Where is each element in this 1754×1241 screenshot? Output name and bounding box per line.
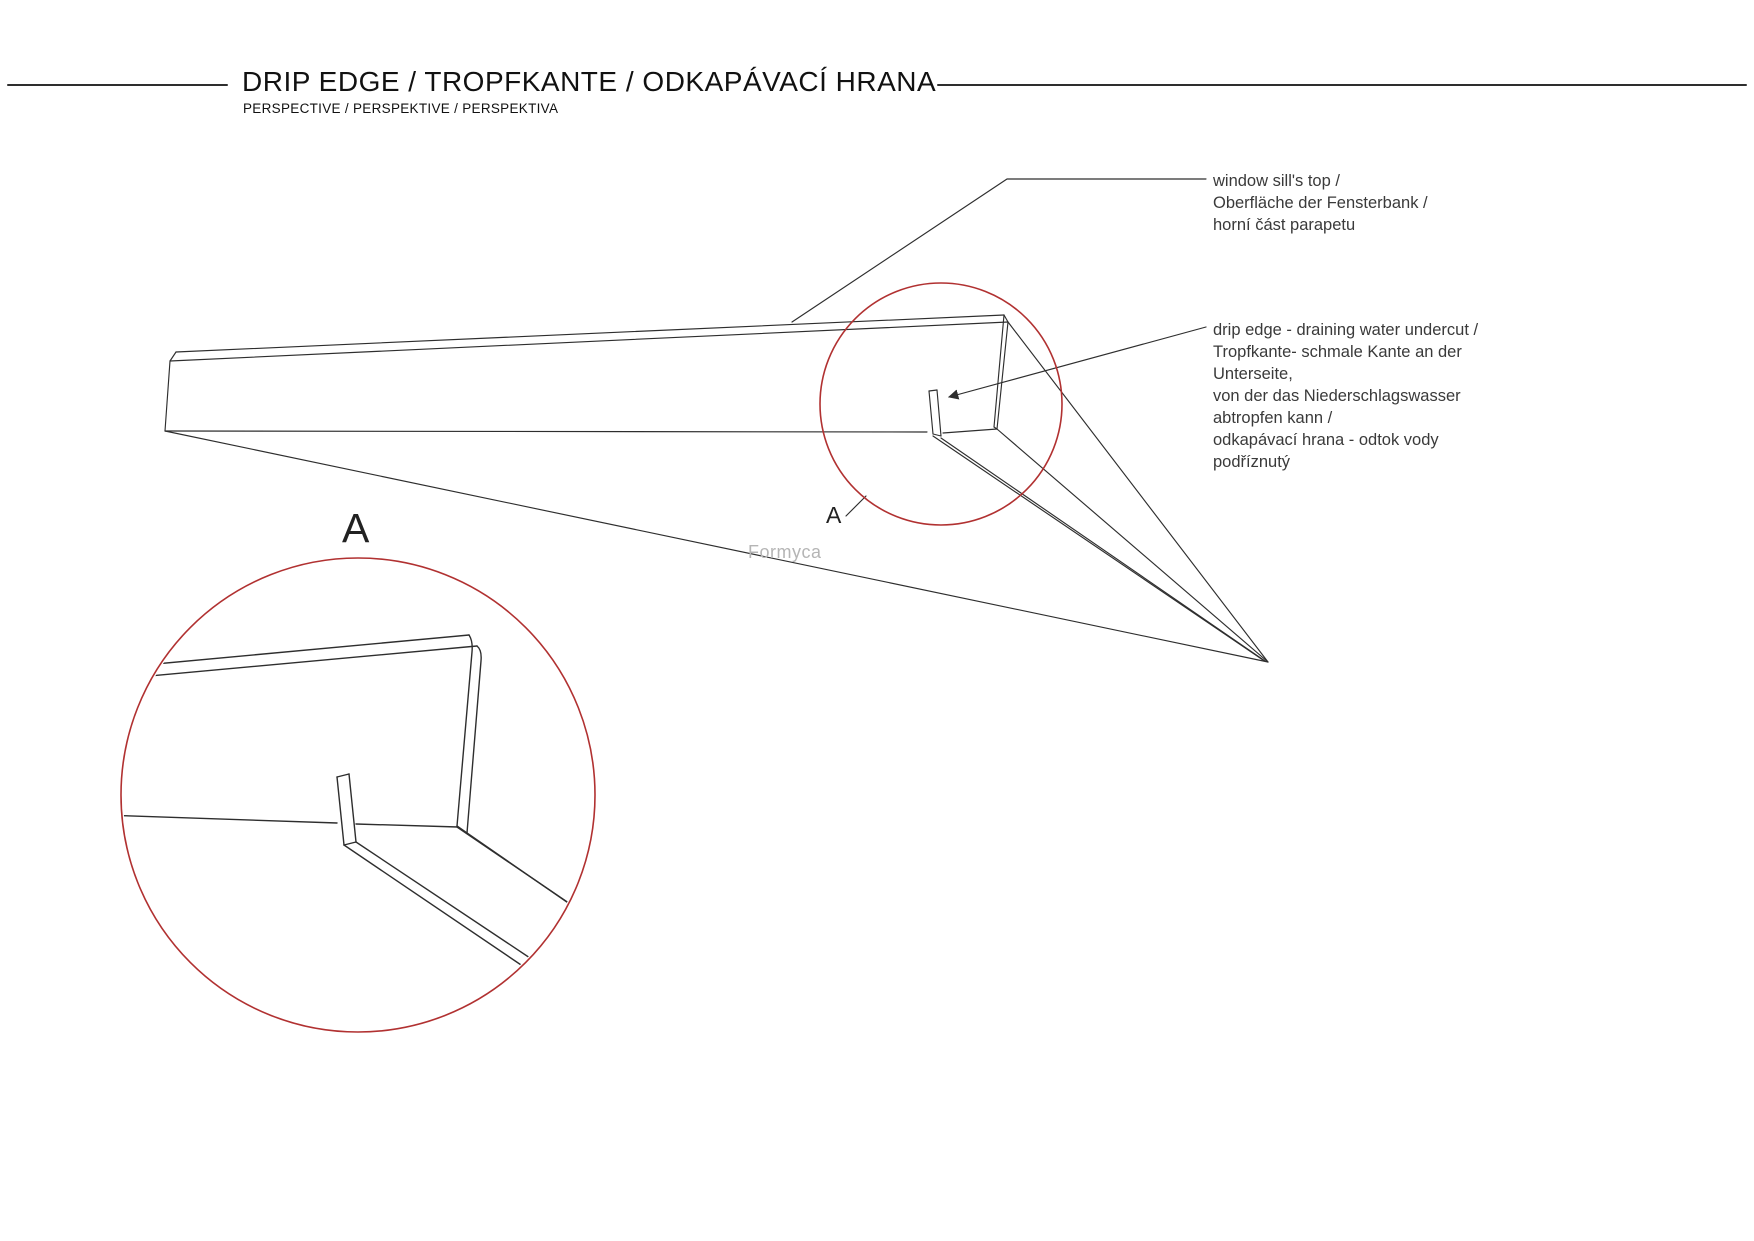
- drip-flap-left-edge: [928, 390, 934, 435]
- detail-end-back-edge: [456, 634, 473, 827]
- drip-flap-top-cap: [928, 389, 938, 392]
- detail-bottom-edge-left: [123, 814, 338, 824]
- annotation-window-sill-top: window sill's top / Oberfläche der Fenst…: [1213, 172, 1428, 234]
- sill-top-right-receding-edge: [1007, 321, 1269, 663]
- page-subtitle: PERSPECTIVE / PERSPEKTIVE / PERSPEKTIVA: [243, 101, 559, 116]
- detail-drip-flap-top-cap: [336, 773, 350, 778]
- detail-top-front-edge: [123, 645, 478, 681]
- detail-top-back-edge: [123, 634, 470, 669]
- detail-marker-circle: [819, 282, 1063, 526]
- detail-bottom-edge-right: [355, 823, 459, 828]
- sill-right-end-bottom-cap: [993, 426, 998, 430]
- detail-view-circle: [120, 557, 596, 1033]
- detail-view-label: A: [342, 505, 370, 551]
- detail-drip-flap-left-edge: [336, 776, 345, 846]
- annotation-drip-edge: drip edge - draining water undercut / Tr…: [1213, 321, 1479, 471]
- page-title: DRIP EDGE / TROPFKANTE / ODKAPÁVACÍ HRAN…: [242, 66, 937, 97]
- detail-view-drawing: [123, 634, 593, 972]
- drip-flap-bottom-cap: [932, 433, 942, 437]
- leader-line-window-sill-top: [791, 178, 1207, 323]
- detail-drip-flap-right-edge: [348, 773, 357, 843]
- detail-marker-label: A: [826, 502, 842, 528]
- detail-drip-ridge-line-a: [343, 844, 531, 972]
- sill-top-back-edge: [175, 314, 1005, 353]
- drip-ridge-line-b: [940, 437, 1266, 662]
- detail-drip-ridge-line-b: [355, 841, 537, 963]
- sill-perspective-drawing: [164, 314, 1269, 663]
- detail-corner-receding-edge-b: [466, 832, 593, 937]
- sill-right-end-front-edge: [996, 321, 1009, 430]
- sill-left-end-edge: [164, 351, 177, 432]
- detail-marker-tick: [845, 495, 867, 517]
- leader-line-drip-edge: [948, 326, 1207, 400]
- sill-underside-front-edge: [164, 430, 1269, 663]
- sill-bottom-edge-left: [164, 430, 928, 433]
- sill-underside-right-edge: [996, 428, 1269, 663]
- sill-top-front-edge: [169, 321, 1009, 362]
- detail-drip-flap-bottom-cap: [343, 841, 357, 846]
- drip-ridge-line-a: [932, 435, 1264, 661]
- sill-right-end-bevel: [1003, 314, 1009, 323]
- leader-lines: [791, 178, 1207, 517]
- watermark: Formyca: [748, 542, 822, 562]
- sill-bottom-edge-right: [942, 428, 998, 434]
- detail-end-front-edge: [466, 645, 482, 834]
- sill-right-end-back-edge: [993, 314, 1005, 428]
- drip-flap-right-edge: [936, 389, 942, 437]
